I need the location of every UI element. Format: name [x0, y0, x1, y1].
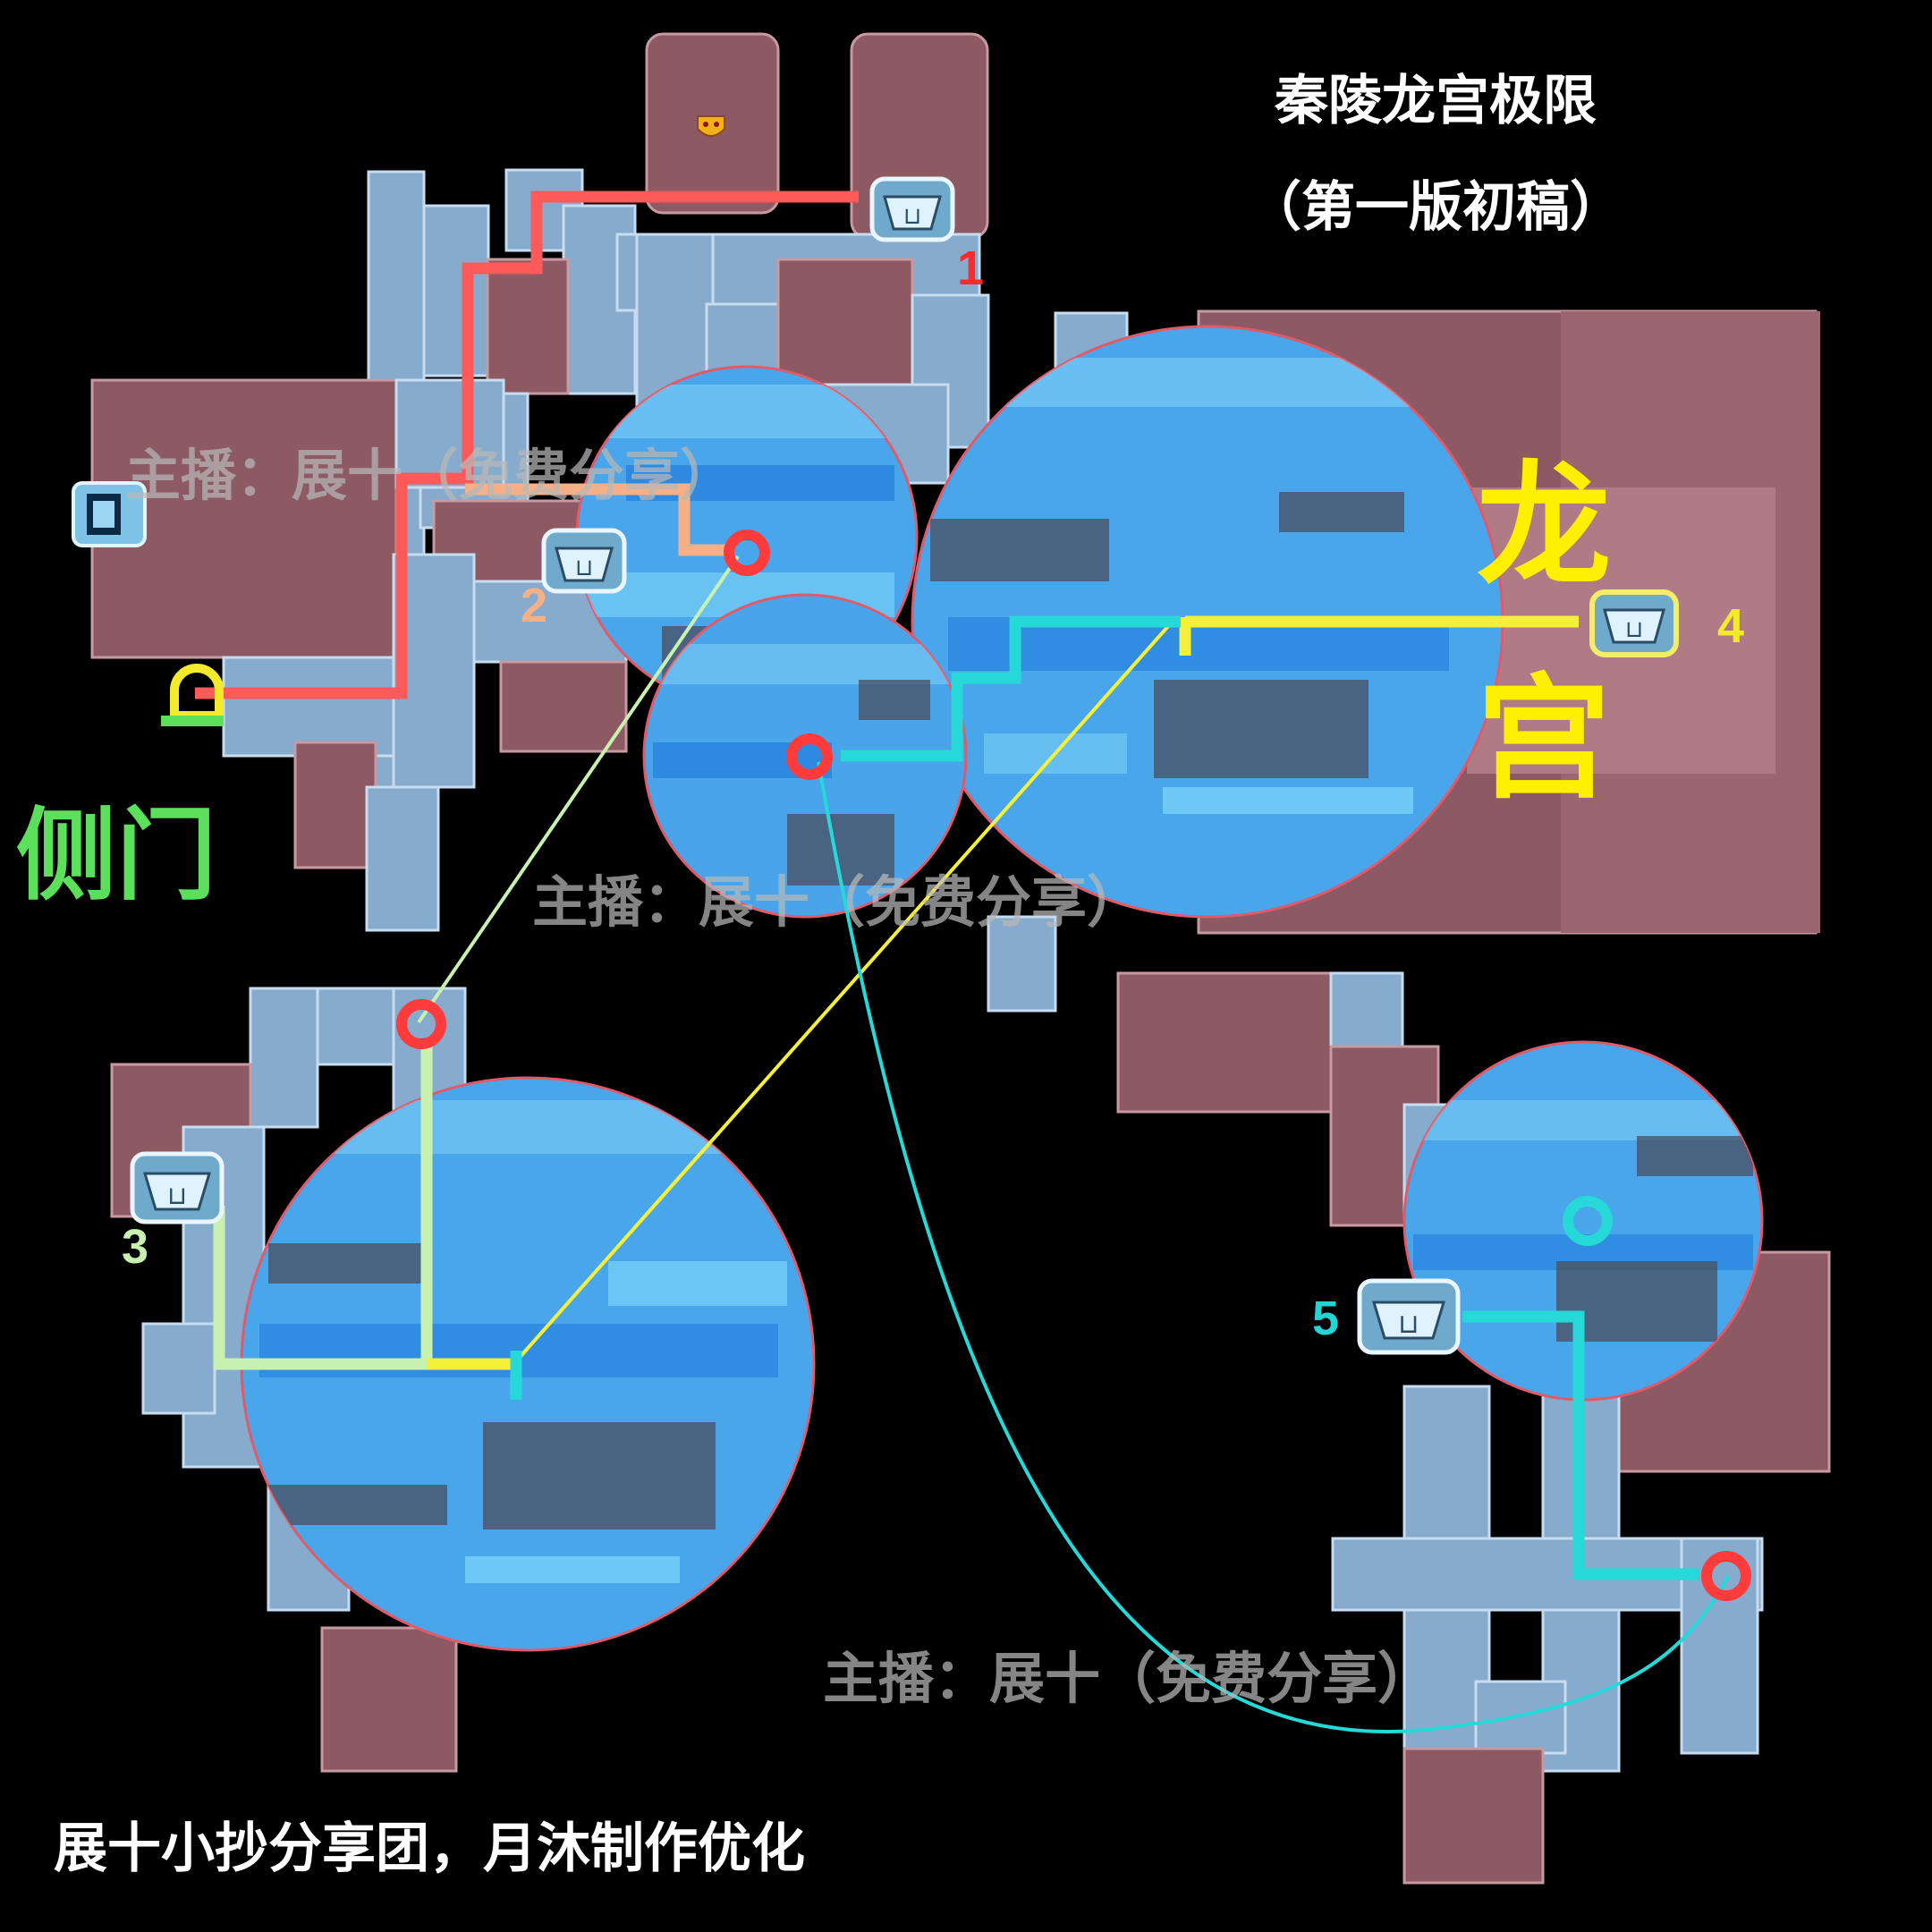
- map-room: [1329, 971, 1404, 1060]
- svg-text:⊔: ⊔: [1398, 1309, 1419, 1340]
- chest-icon: ⊔: [1357, 1278, 1461, 1355]
- portal-markers: [396, 530, 1751, 1601]
- dragon-palace-label: 龙: [1477, 449, 1611, 605]
- map-room: [222, 656, 395, 758]
- chest-icon: ⊔: [541, 528, 627, 594]
- dragon-palace-label: 宫: [1477, 662, 1611, 818]
- svg-text:⊔: ⊔: [167, 1181, 187, 1210]
- side-gate-label: 侧门: [16, 798, 216, 914]
- map-room: [141, 1322, 216, 1415]
- map-room: [987, 915, 1057, 1013]
- map-room: [394, 378, 505, 489]
- chest-icon: ⊔: [130, 1151, 225, 1224]
- side-gate-marker: [161, 664, 224, 726]
- chest-number-5: 5: [1312, 1292, 1339, 1345]
- portal-marker-icon: [396, 999, 446, 1049]
- svg-text:⊔: ⊔: [575, 555, 593, 581]
- side-gate-icon: [170, 664, 224, 720]
- map-room: [1402, 1747, 1545, 1885]
- map-area-north: [90, 32, 1129, 1013]
- svg-text:⊔: ⊔: [1625, 616, 1643, 643]
- map-room: [249, 987, 319, 1129]
- side-gate-bar: [161, 716, 224, 726]
- connector-line-route4: [514, 615, 1178, 1363]
- route-5a: [841, 615, 1181, 762]
- credit-text: 展十小抄分享团，月沐制作优化: [54, 1818, 805, 1880]
- route-2: [465, 483, 732, 556]
- chest-number-3: 3: [122, 1220, 148, 1274]
- page-subtitle: （第一版初稿）: [1248, 176, 1623, 239]
- connector-line-route3: [417, 555, 740, 1024]
- boss-mask-icon: [697, 115, 725, 137]
- map-room: [316, 987, 395, 1066]
- connector-line-route5: [817, 761, 1730, 1733]
- portal-marker-icon: [724, 530, 770, 576]
- watermark-text: 主播：展十（免费分享）: [125, 443, 735, 508]
- map-room: [365, 785, 440, 932]
- watermark-text: 主播：展十（免费分享）: [532, 869, 1142, 935]
- chest-number-2: 2: [521, 579, 547, 632]
- map-room: [293, 741, 377, 869]
- zoom-bubble: [642, 593, 968, 919]
- map-room: [1474, 1680, 1567, 1755]
- connector-lines: [417, 555, 1730, 1733]
- map-room: [1116, 971, 1335, 1114]
- map-room: [499, 660, 628, 753]
- zoom-bubble: [1402, 1040, 1764, 1402]
- svg-text:⊔: ⊔: [903, 203, 921, 230]
- chest-icon: ⊔: [1589, 589, 1679, 657]
- route-1: [195, 191, 859, 699]
- portal-marker-icon: [1563, 1196, 1613, 1246]
- route-paths: [195, 191, 1699, 1580]
- map-room: [422, 204, 490, 377]
- chest-icon: ⊔: [869, 176, 955, 242]
- map-room: [320, 1626, 458, 1773]
- watermark-text: 主播：展十（免费分享）: [823, 1646, 1433, 1711]
- chest-number-1: 1: [957, 242, 984, 295]
- chest-number-4: 4: [1717, 599, 1744, 653]
- map-room: [486, 258, 570, 395]
- door-icon: [72, 481, 147, 547]
- route-3: [213, 1046, 433, 1370]
- page-title: 秦陵龙宫极限: [1274, 70, 1597, 132]
- route-5b: [1462, 1310, 1699, 1580]
- portal-marker-icon: [1701, 1551, 1751, 1601]
- portal-marker-icon: [786, 733, 833, 780]
